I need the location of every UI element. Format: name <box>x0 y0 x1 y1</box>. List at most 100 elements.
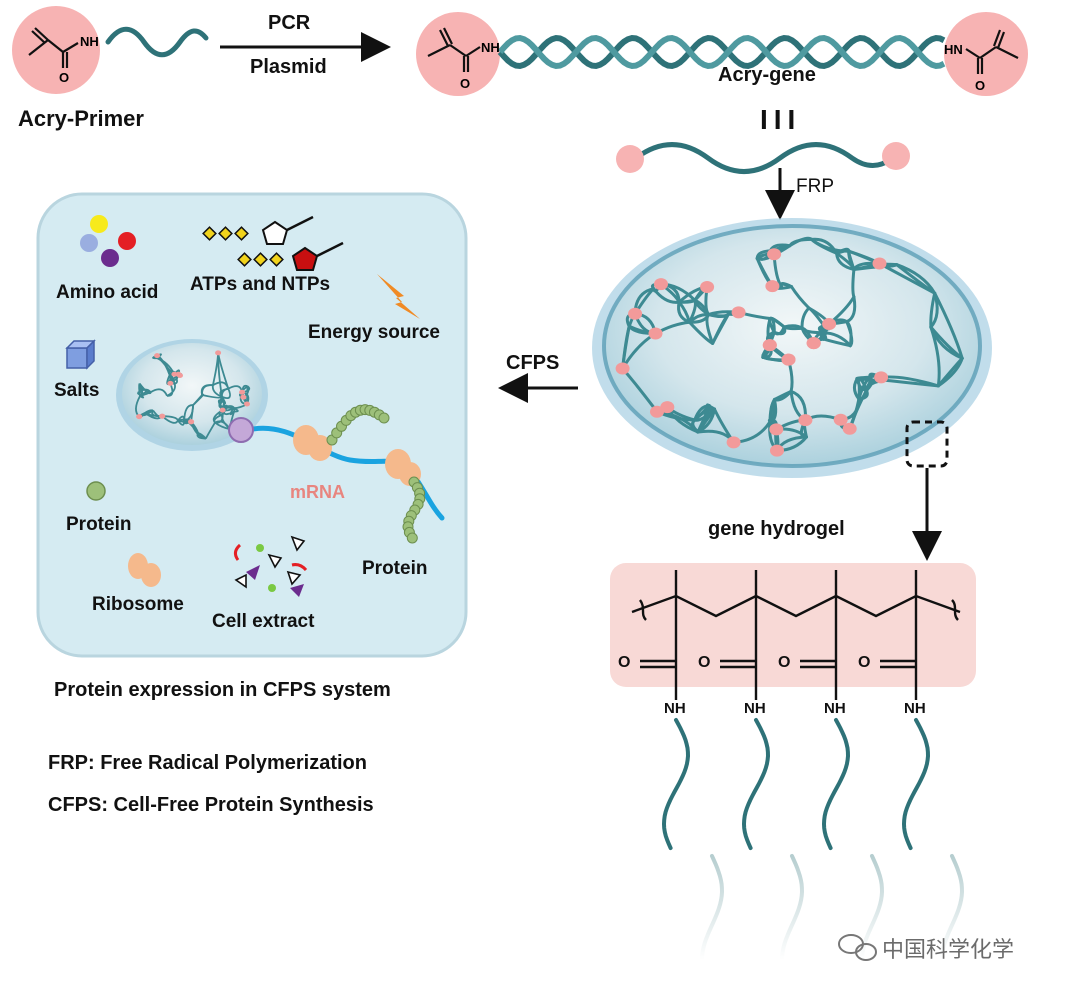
crosslink-node <box>806 337 821 350</box>
mesh-fiber <box>845 295 857 324</box>
salts-label: Salts <box>54 380 100 401</box>
carbonyl-o-2: O <box>698 654 711 671</box>
hydrogel-crosslink-nodes <box>615 248 889 457</box>
crosslink-node <box>726 436 741 449</box>
acry-primer-molecule <box>12 6 209 94</box>
carbonyl-o-4: O <box>858 654 871 671</box>
rna-polymerase <box>228 417 254 443</box>
atp-ntp-icon <box>202 215 344 271</box>
amino-acid-bead <box>378 412 390 424</box>
crosslink-node <box>154 353 161 359</box>
crosslink-node <box>171 371 178 377</box>
nascent-protein-chain-2 <box>402 476 426 544</box>
cfps-label: CFPS <box>506 352 560 374</box>
mesh-fiber <box>220 405 225 415</box>
mesh-fiber <box>936 356 964 388</box>
mesh-fiber <box>852 263 899 271</box>
amino-acid-label: Amino acid <box>56 282 159 303</box>
mesh-fiber <box>223 405 236 412</box>
acry-gene-o-atom-right: O <box>975 78 985 93</box>
acry-gene-o-atom-left: O <box>460 76 470 91</box>
pendant-dna-strands <box>661 718 931 850</box>
crosslink-node <box>188 419 195 425</box>
mesh-fiber <box>150 388 168 397</box>
mesh-fiber <box>895 263 937 295</box>
mesh-fiber <box>707 312 730 319</box>
dna-strand <box>821 718 851 850</box>
mesh-fiber <box>800 326 825 335</box>
crosslink-node <box>762 339 777 352</box>
gene-hydrogel-small <box>116 339 268 451</box>
carbonyl-o-3: O <box>778 654 791 671</box>
dna-reflection <box>700 854 725 962</box>
mesh-fiber <box>688 320 715 345</box>
mesh-fiber <box>782 325 804 331</box>
crosslink-node <box>842 422 857 435</box>
mesh-fiber <box>197 432 207 440</box>
acrylamide-structure-left <box>427 27 481 72</box>
crosslink-node <box>628 307 643 320</box>
amide-nh-2: NH <box>744 700 766 717</box>
mesh-fiber <box>688 313 710 324</box>
primer-nh-atom: NH <box>80 34 99 49</box>
mesh-fiber <box>851 267 856 299</box>
ribosome-on-mrna-1 <box>293 425 332 461</box>
hydrogel-body <box>604 226 980 466</box>
mesh-fiber <box>933 291 964 360</box>
ribosome-icon <box>128 553 161 587</box>
crosslink-node <box>660 401 675 414</box>
crosslink-node <box>770 444 784 457</box>
primer-dna-strand <box>105 26 209 58</box>
mesh-fiber <box>166 379 176 397</box>
acry-gene-helix-strand-b <box>497 34 946 70</box>
polymer-backbone-highlight <box>610 563 976 687</box>
simplified-gene-end-left <box>616 145 644 173</box>
mesh-fiber <box>810 237 839 255</box>
salt-cube-icon <box>65 339 96 370</box>
mesh-fiber <box>821 331 852 348</box>
cell-extract-label: Cell extract <box>212 611 315 632</box>
nascent-protein-chain-1 <box>326 404 390 446</box>
acry-gene-label: Acry-gene <box>718 64 816 86</box>
pcr-label: PCR <box>268 12 311 34</box>
crosslink-node <box>215 350 222 356</box>
crosslink-node <box>136 414 143 420</box>
frp-definition: FRP: Free Radical Polymerization <box>48 752 367 774</box>
plasmid-label: Plasmid <box>250 56 327 78</box>
simplified-acry-gene <box>616 142 910 174</box>
mesh-fiber <box>217 352 223 398</box>
crosslink-node <box>244 401 250 407</box>
crosslink-node <box>765 280 780 293</box>
lightning-bolt-icon <box>377 274 420 319</box>
crosslink-node <box>767 248 782 261</box>
dna-reflection <box>860 854 885 962</box>
acry-gene-nh-atom: NH <box>481 40 500 55</box>
acrylamide-structure-right <box>965 29 1019 74</box>
crosslink-node <box>781 353 796 366</box>
dna-strand <box>661 718 691 850</box>
polymer-structure <box>610 563 976 962</box>
dna-reflection <box>940 854 965 962</box>
crosslink-node <box>700 281 715 293</box>
protein-bead-icon <box>86 481 106 501</box>
mesh-fiber <box>233 407 239 413</box>
mesh-fiber <box>929 325 964 360</box>
acry-gene-left-circle <box>416 12 500 96</box>
mesh-fiber <box>221 388 231 400</box>
mesh-fiber <box>219 387 229 398</box>
acry-gene-molecule <box>416 12 1028 96</box>
cell-extract-icon <box>233 535 308 597</box>
acry-primer-pink-circle <box>12 6 100 94</box>
zoom-selection-box <box>905 420 949 468</box>
amide-nh-3: NH <box>824 700 846 717</box>
ribosome-label: Ribosome <box>92 594 184 615</box>
dna-strand <box>741 718 771 850</box>
carbonyl-o-1: O <box>618 654 631 671</box>
frp-label: FRP <box>796 176 834 197</box>
mesh-fiber <box>865 375 872 392</box>
pendant-dna-reflections <box>700 854 965 962</box>
mesh-fiber <box>800 306 811 330</box>
crosslink-node <box>648 327 663 340</box>
amino-acid-bead <box>406 532 418 544</box>
